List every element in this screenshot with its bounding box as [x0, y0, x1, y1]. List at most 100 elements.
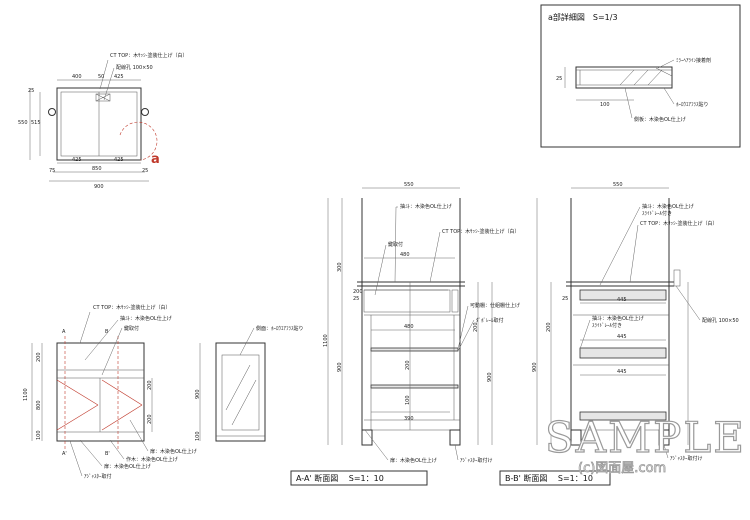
section-b-note-rail2: ｽﾗｲﾄﾞﾚｰﾙ付き	[592, 322, 622, 329]
section-b-dim-25: 25	[562, 296, 568, 302]
section-a-dim-200-r: 200	[473, 322, 479, 332]
plan-view: a CT TOP：木ｻｯｼ-塗装仕上げ（白） 配線孔 100×50 400 50…	[18, 52, 187, 190]
section-b-drawer-mid	[579, 347, 667, 359]
plan-knob-left	[48, 108, 56, 116]
section-b-note-top: CT TOP：木ｻｯｼ-塗装仕上げ（白）	[640, 220, 717, 227]
front-outline	[56, 342, 145, 442]
section-b-note-adjuster: ｱｼﾞｬｽﾀｰ取付け	[670, 455, 703, 462]
front-elevation: A A' B B' CT TOP：木ｻｯｼ-塗装仕上げ（白） 抽斗：木染色OL仕…	[23, 304, 197, 480]
detail-dim-height: 25	[556, 76, 562, 82]
plan-dim-515: 515	[31, 120, 41, 126]
section-a-dim-550: 550	[404, 182, 414, 188]
section-b-title: B-B' 断面図 S=1：10	[505, 473, 593, 483]
plan-dim-425-b: 425	[114, 157, 124, 163]
detail-profile	[575, 66, 673, 89]
section-b-note-drawer2: 抽斗：木染色OL仕上げ	[592, 315, 644, 322]
section-b-dim-550: 550	[613, 182, 623, 188]
detail-title: a部詳細図 S=1/3	[548, 12, 618, 22]
front-dim-200: 200	[36, 352, 42, 362]
section-a-note-door: 扉：木染色OL仕上げ	[390, 457, 437, 464]
plan-dim-50: 50	[98, 74, 104, 80]
front-dim-1100: 1100	[23, 388, 29, 401]
section-b-note-hole: 配線孔 100×50	[702, 317, 739, 324]
detail-note-3: 側板：木染色OL仕上げ	[634, 116, 686, 123]
section-a-dim-900-r: 900	[487, 372, 493, 382]
section-a-note-shelf: 可動棚：仕組棚仕上げ	[470, 302, 520, 309]
section-a-note-drawer: 抽斗：木染色OL仕上げ	[400, 203, 452, 210]
front-note-adjuster: ｱｼﾞｬｽﾀｰ取付	[84, 473, 112, 480]
section-a-drawer	[363, 289, 451, 313]
section-b-dim-445a: 445	[617, 297, 627, 303]
detail-note-2: ﾎｰﾛｳｴｱﾌﾗｽ貼り	[676, 101, 709, 108]
detail-frame	[540, 4, 741, 148]
front-dim-200-r1: 200	[147, 380, 153, 390]
plan-outline	[56, 87, 142, 161]
section-a-dim-100-c: 100	[405, 395, 411, 405]
front-dim-100: 100	[36, 430, 42, 440]
front-note-drawer: 抽斗：木染色OL仕上げ	[120, 315, 172, 322]
plan-dim-75: 75	[49, 168, 55, 174]
section-a-dim-25: 25	[353, 296, 359, 302]
plan-knob-right	[141, 108, 149, 116]
plan-dim-425-a: 425	[72, 157, 82, 163]
plan-dim-900: 900	[94, 184, 104, 190]
section-b-dim-200: 200	[546, 322, 552, 332]
section-a-dim-900: 900	[337, 362, 343, 372]
section-a-dim-300: 300	[337, 262, 343, 272]
section-b-wiring-hole	[673, 269, 681, 287]
plan-dim-850: 850	[92, 166, 102, 172]
watermark-text: SAMPLE	[545, 413, 746, 462]
section-b-drawer-top	[579, 289, 667, 301]
plan-dim-425-top: 425	[114, 74, 124, 80]
plan-dim-25-bottom: 25	[142, 168, 148, 174]
detail-note-1: ﾐﾗｰﾍｱﾗｲﾝ接着剤	[676, 57, 711, 64]
front-dim-200-r2: 200	[147, 414, 153, 424]
side-glass	[221, 354, 260, 431]
detail-marker: a	[151, 152, 160, 167]
section-b-note-rail: ｽﾗｲﾄﾞﾚｰﾙ付き	[642, 210, 672, 217]
front-dim-800: 800	[36, 400, 42, 410]
section-a-title: A-A' 断面図 S=1：10	[296, 473, 384, 483]
section-b-dim-445b: 445	[617, 334, 627, 340]
detail-a: a部詳細図 S=1/3 25 100 ﾐﾗｰﾍｱﾗｲﾝ接着剤 ﾎｰﾛｳｴｱﾌﾗｽ…	[540, 4, 741, 148]
plan-dim-25-top: 25	[28, 88, 34, 94]
plan-note-hole: 配線孔 100×50	[116, 64, 153, 71]
section-b-dim-445c: 445	[617, 369, 627, 375]
section-a-dim-200: 200	[353, 289, 363, 295]
section-a-note-top: CT TOP：木ｻｯｼ-塗装仕上げ（白）	[442, 228, 519, 235]
front-note-door2: 扉：木染色OL仕上げ	[104, 463, 151, 470]
side-note: 側面：ﾎｰﾛｳｴｱﾌﾗｽ貼り	[256, 325, 304, 332]
section-a-dim-390: 390	[404, 416, 414, 422]
front-note-door: 扉：木染色OL仕上げ	[150, 448, 197, 455]
plan-note-top: CT TOP：木ｻｯｼ-塗装仕上げ（白）	[110, 52, 187, 59]
section-b: 550 445 445 445 900 200 25 抽斗：木染色OL仕上げ ｽ…	[499, 182, 739, 486]
section-a-dim-200-c: 200	[405, 360, 411, 370]
section-a-dim-480b: 480	[404, 324, 414, 330]
section-b-dim-900: 900	[532, 362, 538, 372]
section-a-note-rail: ﾀﾞﾎﾞﾚｰﾙ取付	[476, 317, 504, 324]
section-a-note-adjuster: ｱｼﾞｬｽﾀｰ取付け	[460, 457, 493, 464]
section-a-dim-480a: 480	[400, 252, 410, 258]
section-b-note-drawer: 抽斗：木染色OL仕上げ	[642, 203, 694, 210]
detail-dim-width: 100	[600, 102, 610, 108]
section-b-title-box	[499, 470, 611, 486]
front-marker-a2: A'	[62, 451, 67, 457]
plan-dim-400: 400	[72, 74, 82, 80]
section-a-title-box	[290, 470, 428, 486]
section-a-shelf-1	[370, 347, 459, 352]
front-note-top: CT TOP：木ｻｯｼ-塗装仕上げ（白）	[93, 304, 170, 311]
front-marker-b2: B'	[105, 451, 110, 457]
wiring-hole	[95, 93, 111, 102]
side-dim-900: 900	[195, 389, 201, 399]
section-a: 550 480 480 390 1100 900 300 200 25 200 …	[290, 182, 520, 486]
front-marker-b: B	[105, 329, 109, 335]
sample-watermark: SAMPLE (c)図面屋.com	[544, 412, 746, 476]
section-b-drawer-bottom	[579, 411, 667, 421]
plan-dim-550: 550	[18, 120, 28, 126]
side-outline	[215, 342, 266, 442]
front-marker-a: A	[62, 329, 66, 335]
watermark-copyright: (c)図面屋.com	[578, 461, 666, 476]
side-dim-100: 100	[195, 431, 201, 441]
section-a-dim-1100: 1100	[323, 334, 329, 347]
